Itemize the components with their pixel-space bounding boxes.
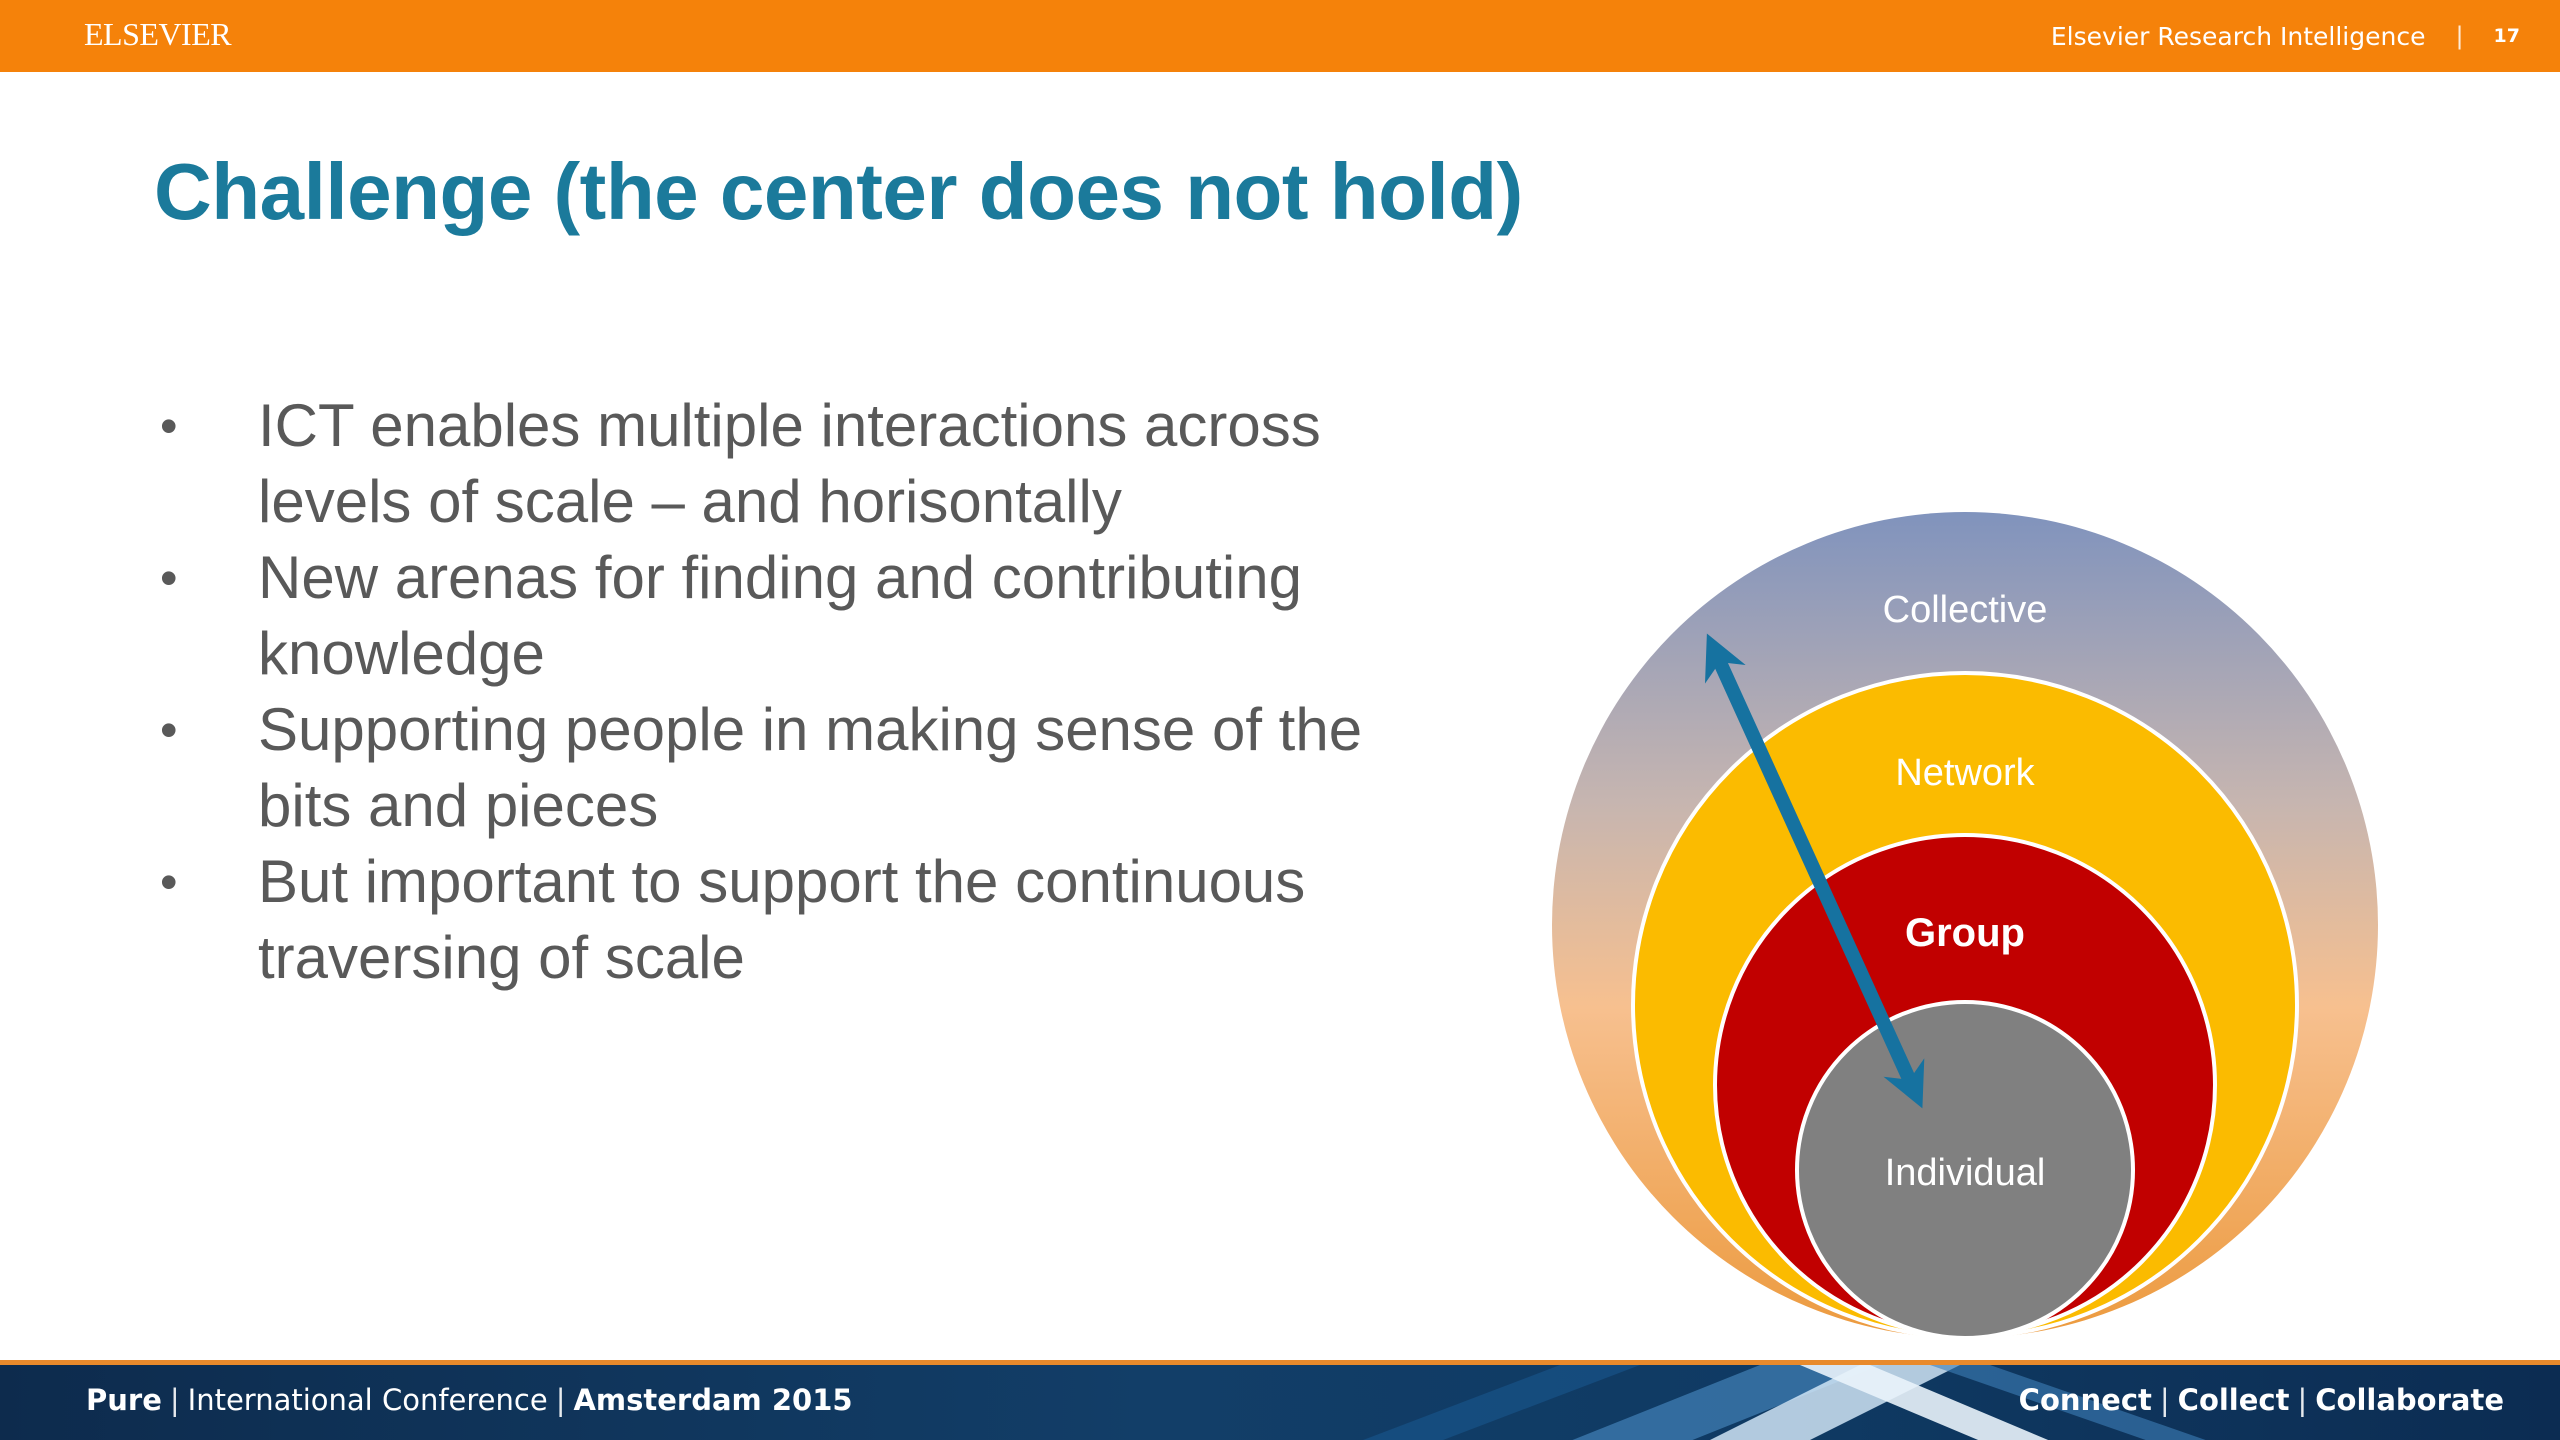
bullet-text: Supporting people in making sense of the… xyxy=(258,696,1363,839)
double-headed-arrow-icon xyxy=(1705,633,1925,1109)
footer-bar: Pure|International Conference|Amsterdam … xyxy=(0,1360,2560,1440)
slide-title: Challenge (the center does not hold) xyxy=(154,147,1523,236)
footer-international-conference: International Conference xyxy=(187,1383,548,1417)
footer-separator: | xyxy=(2159,1383,2170,1417)
bullet-text: But important to support the continuous … xyxy=(258,848,1306,991)
bullet-item: • Supporting people in making sense of th… xyxy=(154,692,1454,844)
scale-diagram-svg: Collective Network Group Individual xyxy=(1552,512,2378,1340)
bullet-marker: • xyxy=(160,702,178,758)
footer-conference: Pure|International Conference|Amsterdam … xyxy=(86,1383,853,1417)
label-individual: Individual xyxy=(1885,1152,2046,1194)
header-research-intelligence: Elsevier Research Intelligence xyxy=(2050,21,2426,51)
slide-number: 17 xyxy=(2493,25,2520,47)
footer-collect: Collect xyxy=(2177,1383,2290,1417)
bullet-item: • But important to support the continuous… xyxy=(154,844,1454,996)
footer-connect: Connect xyxy=(2018,1383,2152,1417)
footer-separator: | xyxy=(555,1383,566,1417)
label-group: Group xyxy=(1905,911,2025,955)
footer-wave-decoration xyxy=(1363,1365,2206,1440)
footer-separator: | xyxy=(169,1383,180,1417)
footer-amsterdam: Amsterdam 2015 xyxy=(573,1383,853,1417)
footer-collaborate: Collaborate xyxy=(2315,1383,2504,1417)
scale-diagram: Collective Network Group Individual xyxy=(1540,500,2380,1350)
header-separator: | xyxy=(2455,22,2464,50)
bullet-item: • New arenas for finding and contributing… xyxy=(154,540,1454,692)
label-network: Network xyxy=(1895,752,2035,794)
footer-tagline: Connect|Collect|Collaborate xyxy=(2019,1383,2504,1417)
bullet-text: ICT enables multiple interactions across… xyxy=(258,392,1321,535)
footer-pure: Pure xyxy=(86,1383,162,1417)
top-bar: ELSEVIER Elsevier Research Intelligence … xyxy=(0,0,2560,72)
bullet-item: • ICT enables multiple interactions acros… xyxy=(154,388,1454,540)
bullet-list: • ICT enables multiple interactions acros… xyxy=(154,388,1454,996)
bullet-marker: • xyxy=(160,854,178,910)
label-collective: Collective xyxy=(1883,589,2048,631)
header-right: Elsevier Research Intelligence | 17 xyxy=(2051,18,2520,54)
footer-separator: | xyxy=(2297,1383,2308,1417)
bullet-marker: • xyxy=(160,398,178,454)
bullet-marker: • xyxy=(160,550,178,606)
bullet-text: New arenas for finding and contributing … xyxy=(258,544,1302,687)
elsevier-logo: ELSEVIER xyxy=(84,16,232,52)
